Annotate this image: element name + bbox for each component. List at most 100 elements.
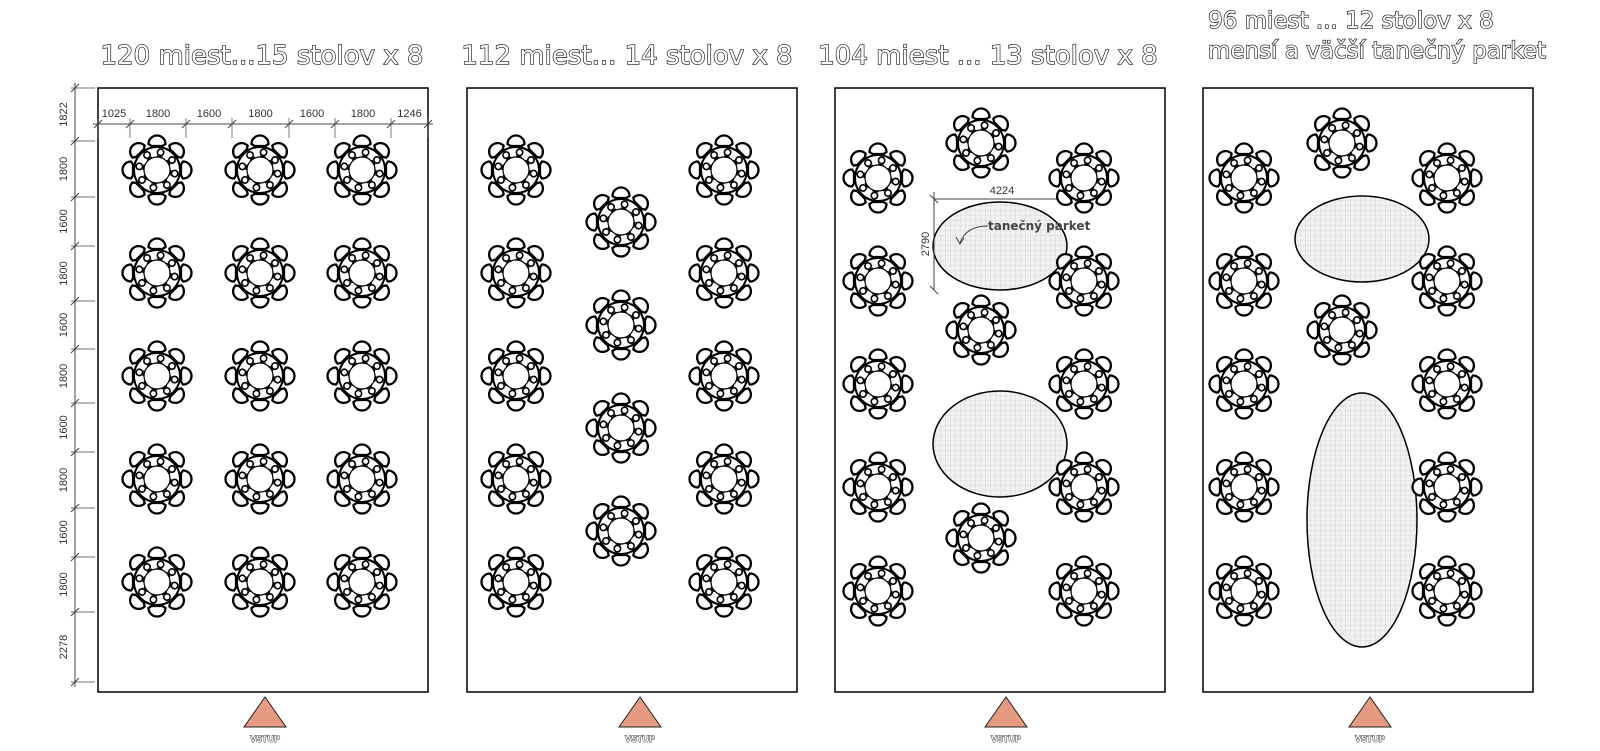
- chair: [842, 477, 856, 497]
- place-setting: [366, 281, 376, 293]
- place-setting: [246, 562, 256, 574]
- place-setting: [889, 177, 900, 186]
- chair: [1055, 252, 1073, 270]
- place-setting: [716, 387, 725, 398]
- place-setting: [527, 581, 538, 590]
- place-setting: [599, 214, 610, 223]
- chair: [1437, 245, 1457, 259]
- place-setting: [520, 178, 530, 190]
- chair: [1313, 154, 1331, 172]
- chair: [900, 271, 914, 291]
- chair: [849, 292, 867, 310]
- chair: [1095, 252, 1113, 270]
- place-setting: [264, 281, 274, 293]
- chair: [849, 562, 867, 580]
- place-setting: [870, 602, 879, 613]
- chair: [1255, 252, 1273, 270]
- place-setting: [870, 189, 879, 200]
- place-setting: [268, 465, 280, 475]
- place-setting: [1439, 189, 1448, 200]
- place-setting: [494, 265, 505, 274]
- chair: [271, 553, 289, 571]
- place-setting: [1095, 590, 1106, 599]
- place-setting: [1222, 376, 1233, 385]
- layout-3-title: 104 miest ... 13 stolov x 8: [818, 41, 1157, 71]
- place-setting: [864, 261, 874, 273]
- place-setting: [1088, 495, 1098, 507]
- chair: [1255, 458, 1273, 476]
- chair: [714, 546, 734, 560]
- place-setting: [502, 459, 512, 471]
- place-setting: [959, 135, 970, 144]
- chair: [849, 458, 867, 476]
- place-setting: [1455, 473, 1467, 483]
- place-setting: [361, 148, 370, 159]
- dance-floor-height-label: 2790: [920, 232, 932, 256]
- place-setting: [973, 549, 982, 560]
- place-setting: [1243, 259, 1252, 270]
- chair: [147, 546, 167, 560]
- place-setting: [620, 406, 629, 417]
- chair: [250, 295, 270, 309]
- place-setting: [1236, 395, 1245, 406]
- chair: [231, 284, 249, 302]
- place-setting: [886, 577, 898, 587]
- chair: [271, 284, 289, 302]
- chair: [1074, 406, 1094, 420]
- chair: [250, 192, 270, 206]
- place-setting: [1255, 280, 1266, 289]
- place-setting: [496, 483, 508, 493]
- chair: [1313, 341, 1331, 359]
- chair: [224, 160, 238, 180]
- chair: [1255, 189, 1273, 207]
- place-setting: [1322, 147, 1334, 157]
- round-table: [326, 134, 398, 206]
- place-setting: [710, 253, 720, 265]
- round-table: [121, 443, 193, 515]
- place-setting: [629, 311, 641, 321]
- place-setting: [1455, 267, 1467, 277]
- place-setting: [520, 487, 530, 499]
- place-setting: [1455, 577, 1467, 587]
- chair: [147, 398, 167, 412]
- chair: [352, 237, 372, 251]
- chair: [1055, 355, 1073, 373]
- chair: [992, 114, 1010, 132]
- chair: [695, 347, 713, 365]
- place-setting: [732, 259, 744, 269]
- place-setting: [1255, 177, 1266, 186]
- chair: [179, 366, 193, 386]
- chair: [121, 263, 135, 283]
- place-setting: [264, 384, 274, 396]
- chair: [128, 347, 146, 365]
- chair: [487, 387, 505, 405]
- chair: [1055, 189, 1073, 207]
- place-setting: [877, 259, 886, 270]
- place-setting: [980, 121, 989, 132]
- place-setting: [877, 362, 886, 373]
- chair: [1048, 271, 1062, 291]
- chair: [250, 443, 270, 457]
- chair: [1255, 602, 1273, 620]
- place-setting: [702, 471, 713, 480]
- place-setting: [1427, 491, 1439, 501]
- vertical-dimension-label: 1822: [58, 102, 70, 126]
- chair: [1437, 348, 1457, 362]
- chair: [352, 295, 372, 309]
- chair: [326, 572, 340, 592]
- chair: [487, 141, 505, 159]
- round-table: [842, 245, 914, 317]
- place-setting: [156, 148, 165, 159]
- place-setting: [1095, 177, 1106, 186]
- place-setting: [728, 281, 738, 293]
- place-setting: [527, 375, 538, 384]
- place-setting: [165, 362, 177, 372]
- place-setting: [1455, 164, 1467, 174]
- place-setting: [882, 392, 892, 404]
- chair: [1255, 395, 1273, 413]
- round-table: [480, 134, 552, 206]
- chair: [333, 593, 351, 611]
- place-setting: [632, 427, 643, 436]
- chair: [1306, 320, 1320, 340]
- place-setting: [1224, 595, 1236, 605]
